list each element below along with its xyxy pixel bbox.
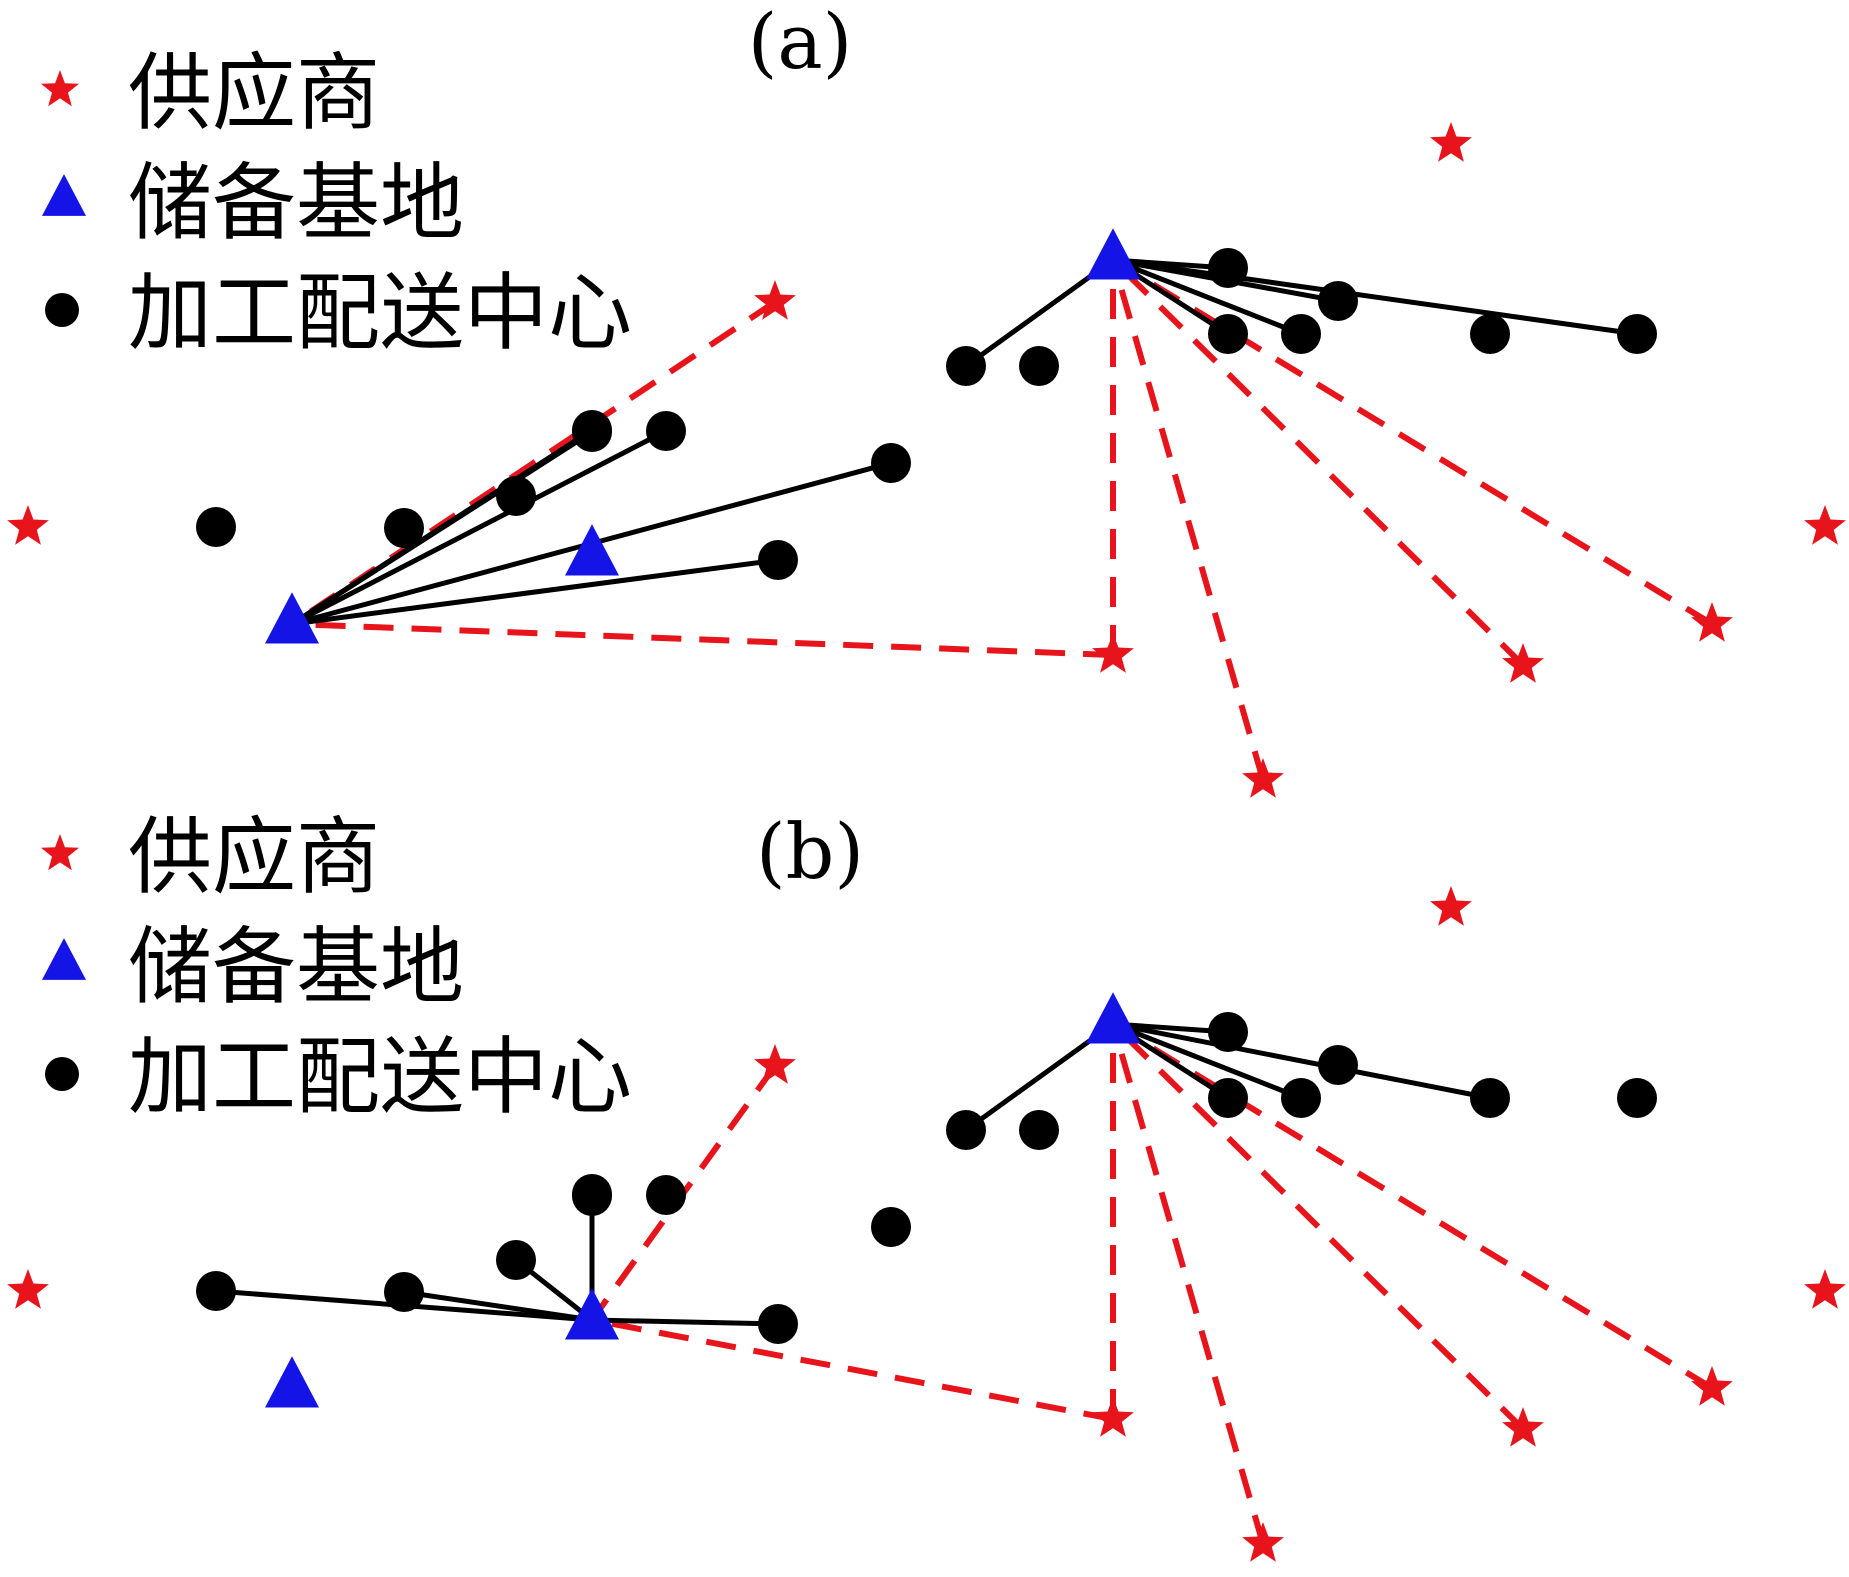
supplier-s2 — [754, 280, 796, 320]
distribution-center-c6 — [758, 1304, 798, 1344]
distribution-center-c2 — [384, 1272, 424, 1312]
legend-label-base: 储备基地 — [128, 154, 464, 252]
legend-storage-base-triangle-icon — [42, 174, 86, 216]
distribution-center-c12 — [1208, 1078, 1248, 1118]
distribution-center-c9 — [946, 1110, 986, 1150]
distribution-center-c14 — [1318, 1045, 1358, 1085]
supplier-s6 — [1691, 1366, 1733, 1406]
distribution-center-c11 — [1208, 1012, 1248, 1052]
distribution-center-c7 — [871, 443, 911, 483]
legend-label-base: 储备基地 — [128, 918, 464, 1016]
distribution-center-c15 — [1470, 314, 1510, 354]
supplier-s3 — [1092, 1397, 1134, 1437]
distribution-center-c6 — [758, 540, 798, 580]
panel-label: (b) — [756, 807, 864, 896]
supplier-s4 — [1242, 1522, 1284, 1562]
distribution-center-c16 — [1617, 314, 1657, 354]
supply-link — [1110, 1023, 1266, 1545]
legend-label-center: 加工配送中心 — [128, 264, 632, 362]
storage-base-A — [265, 592, 319, 644]
distribution-link — [1112, 1021, 1491, 1101]
supplier-s7 — [1430, 886, 1472, 926]
legend-label-supplier: 供应商 — [128, 44, 380, 142]
distribution-link — [291, 557, 779, 627]
legend-label-supplier: 供应商 — [128, 808, 380, 906]
distribution-center-c10 — [1019, 346, 1059, 386]
supplier-s1 — [7, 1269, 49, 1309]
supplier-s7 — [1430, 122, 1472, 162]
supply-link — [1111, 1021, 1714, 1391]
supply-link — [591, 1317, 1114, 1422]
distribution-link — [290, 427, 594, 627]
legend-supplier-star-icon — [41, 834, 79, 871]
distribution-center-c11 — [1208, 248, 1248, 288]
supply-link — [1110, 257, 1526, 668]
distribution-center-c8 — [572, 410, 612, 450]
distribution-center-c5 — [646, 1175, 686, 1215]
legend-center-dot-icon — [45, 293, 79, 327]
supply-link — [291, 621, 1114, 658]
supplier-s6 — [1691, 602, 1733, 642]
distribution-link — [290, 428, 668, 627]
distribution-center-c3 — [496, 1240, 536, 1280]
legend-supplier-star-icon — [41, 70, 79, 107]
distribution-center-c8 — [572, 1174, 612, 1214]
panel-label: (a) — [748, 0, 853, 86]
supplier-s5 — [1502, 643, 1544, 683]
supplier-s3 — [1092, 633, 1134, 673]
distribution-center-c13 — [1281, 1078, 1321, 1118]
supplier-s2 — [754, 1044, 796, 1084]
legend-center-dot-icon — [45, 1057, 79, 1091]
distribution-link — [591, 1317, 779, 1327]
storage-base-B — [1086, 228, 1140, 280]
distribution-link — [403, 1289, 593, 1323]
storage-base-C — [565, 1288, 619, 1340]
legend-label-center: 加工配送中心 — [128, 1028, 632, 1126]
distribution-center-c1 — [196, 507, 236, 547]
distribution-center-c14 — [1318, 281, 1358, 321]
supply-link — [1110, 1021, 1526, 1432]
distribution-center-c10 — [1019, 1110, 1059, 1150]
distribution-center-c12 — [1208, 314, 1248, 354]
distribution-center-c15 — [1470, 1078, 1510, 1118]
distribution-center-c3 — [496, 476, 536, 516]
distribution-center-c13 — [1281, 314, 1321, 354]
supplier-s1 — [7, 505, 49, 545]
storage-base-C — [565, 524, 619, 576]
supplier-s8 — [1804, 1269, 1846, 1309]
storage-base-B — [1086, 992, 1140, 1044]
supply-link — [1111, 257, 1714, 627]
legend-storage-base-triangle-icon — [42, 938, 86, 980]
supply-link — [1110, 259, 1266, 781]
supplier-s5 — [1502, 1407, 1544, 1447]
distribution-center-c2 — [384, 508, 424, 548]
distribution-center-c1 — [196, 1271, 236, 1311]
distribution-center-c16 — [1617, 1078, 1657, 1118]
distribution-center-c9 — [946, 346, 986, 386]
distribution-link — [1112, 257, 1302, 337]
distribution-center-c7 — [871, 1207, 911, 1247]
supplier-s8 — [1804, 505, 1846, 545]
storage-base-A — [265, 1356, 319, 1408]
distribution-link — [1112, 1021, 1302, 1101]
distribution-link — [1112, 257, 1638, 337]
distribution-center-c5 — [646, 411, 686, 451]
supplier-s4 — [1242, 758, 1284, 798]
